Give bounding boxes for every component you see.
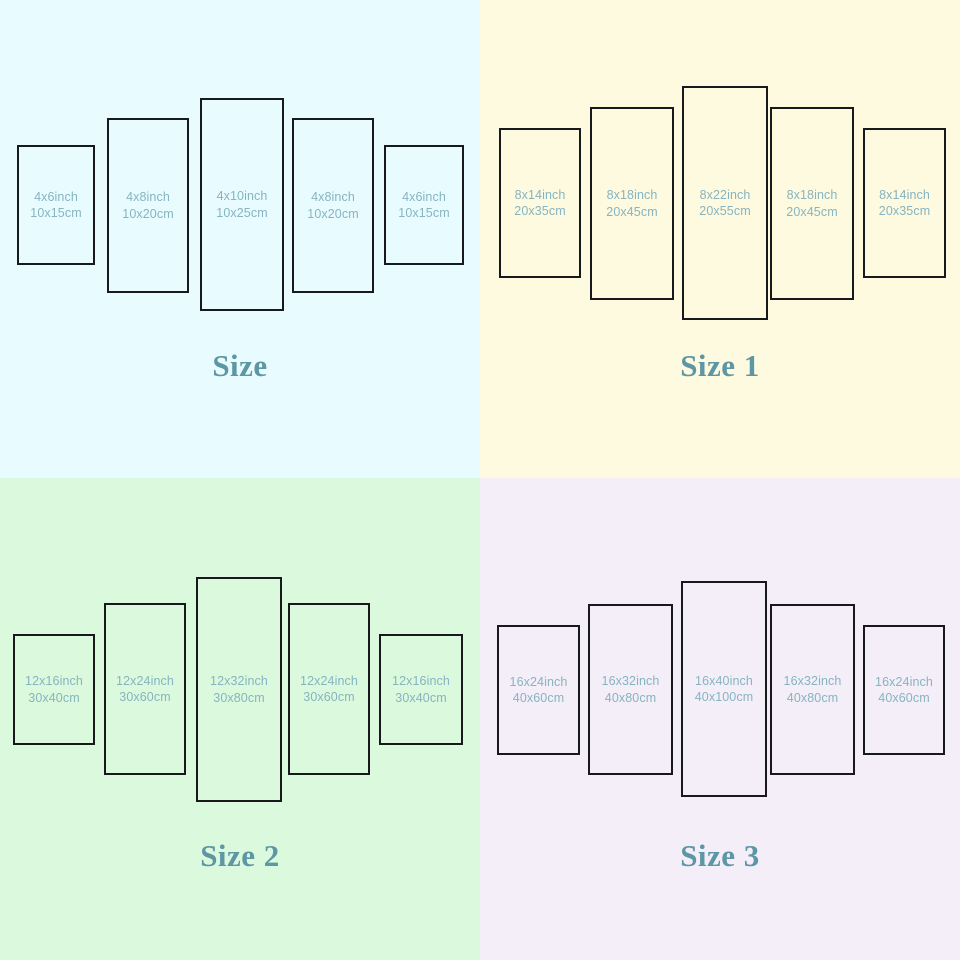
- panel-size-inch: 8x14inch: [514, 187, 566, 202]
- canvas-panel[interactable]: 16x24inch 40x60cm: [497, 625, 580, 755]
- quadrant-title: Size: [212, 348, 268, 383]
- panel-group: 16x24inch 40x60cm 16x32inch 40x80cm 16x40inc…: [480, 478, 960, 960]
- canvas-panel[interactable]: 4x10inch 10x25cm: [200, 98, 284, 311]
- canvas-panel[interactable]: 12x24inch 30x60cm: [288, 603, 370, 775]
- panel-size-cm: 40x60cm: [878, 691, 930, 705]
- panel-size-inch: 4x8inch: [311, 190, 355, 204]
- panel-size-label: 16x40inch 40x100cm: [695, 673, 753, 706]
- canvas-panel[interactable]: 12x32inch 30x80cm: [196, 577, 282, 802]
- panel-size-cm: 40x80cm: [604, 690, 657, 705]
- panel-size-inch: 4x6inch: [34, 189, 78, 204]
- panel-size-label: 8x14inch 20x35cm: [879, 187, 930, 220]
- canvas-panel[interactable]: 16x24inch 40x60cm: [863, 625, 945, 755]
- panel-group: 12x16inch 30x40cm 12x24inch 30x60cm 12x32inc…: [0, 478, 480, 960]
- canvas-panel[interactable]: 8x14inch 20x35cm: [863, 128, 946, 278]
- canvas-panel[interactable]: 4x6inch 10x15cm: [17, 145, 95, 265]
- panel-size-inch: 8x18inch: [786, 188, 838, 202]
- panel-size-inch: 16x24inch: [509, 674, 568, 689]
- panel-size-inch: 12x16inch: [25, 674, 83, 688]
- panel-size-label: 8x22inch 20x55cm: [699, 187, 750, 220]
- canvas-panel[interactable]: 12x16inch 30x40cm: [379, 634, 463, 745]
- panel-size-label: 12x24inch 30x60cm: [116, 673, 174, 706]
- panel-size-cm: 30x80cm: [213, 690, 265, 705]
- size-option-bottom-right[interactable]: 16x24inch 40x60cm 16x32inch 40x80cm 16x40inc…: [480, 478, 960, 960]
- size-option-top-left[interactable]: 4x6inch 10x15cm 4x8inch 10x20cm 4x10inch 10x2…: [0, 0, 480, 478]
- panel-size-label: 4x8inch 10x20cm: [307, 189, 358, 222]
- panel-size-inch: 4x6inch: [402, 189, 446, 204]
- panel-size-inch: 12x24inch: [300, 673, 358, 688]
- canvas-panel[interactable]: 16x32inch 40x80cm: [588, 604, 673, 775]
- panel-size-cm: 20x45cm: [606, 204, 658, 219]
- panel-size-cm: 20x35cm: [514, 204, 566, 218]
- quadrant-title: Size 2: [200, 838, 280, 873]
- size-option-top-right[interactable]: 8x14inch 20x35cm 8x18inch 20x45cm 8x22inch 20…: [480, 0, 960, 478]
- panel-size-label: 4x8inch 10x20cm: [122, 189, 173, 222]
- panel-size-inch: 4x8inch: [126, 190, 170, 204]
- panel-size-label: 12x32inch 30x80cm: [210, 673, 268, 706]
- panel-size-cm: 40x80cm: [786, 690, 839, 705]
- panel-size-cm: 40x60cm: [512, 691, 565, 705]
- panel-size-label: 4x6inch 10x15cm: [398, 189, 449, 222]
- canvas-panel[interactable]: 16x32inch 40x80cm: [770, 604, 855, 775]
- canvas-panel[interactable]: 8x14inch 20x35cm: [499, 128, 581, 278]
- panel-size-inch: 12x16inch: [392, 674, 450, 688]
- canvas-panel[interactable]: 12x24inch 30x60cm: [104, 603, 186, 775]
- quadrant-title: Size 3: [680, 838, 760, 873]
- panel-size-cm: 30x60cm: [119, 690, 171, 704]
- panel-size-label: 16x24inch 40x60cm: [875, 674, 933, 707]
- panel-group: 8x14inch 20x35cm 8x18inch 20x45cm 8x22inch 20…: [480, 0, 960, 478]
- canvas-panel[interactable]: 4x8inch 10x20cm: [107, 118, 189, 293]
- panel-size-label: 12x16inch 30x40cm: [392, 673, 450, 706]
- panel-size-inch: 16x40inch: [695, 673, 753, 688]
- panel-size-label: 16x32inch 40x80cm: [784, 673, 842, 706]
- panel-size-label: 4x6inch 10x15cm: [30, 189, 81, 222]
- panel-size-cm: 30x40cm: [28, 690, 80, 705]
- panel-size-cm: 30x60cm: [303, 690, 355, 704]
- panel-size-label: 8x18inch 20x45cm: [606, 187, 657, 220]
- panel-size-label: 8x18inch 20x45cm: [786, 187, 837, 220]
- panel-size-inch: 4x10inch: [216, 189, 268, 203]
- panel-size-inch: 8x14inch: [879, 187, 930, 202]
- panel-size-inch: 8x18inch: [606, 188, 658, 202]
- panel-size-cm: 10x15cm: [398, 206, 450, 220]
- panel-size-inch: 12x32inch: [210, 674, 268, 688]
- panel-size-cm: 20x55cm: [699, 204, 751, 218]
- panel-size-cm: 10x15cm: [30, 206, 82, 220]
- panel-group: 4x6inch 10x15cm 4x8inch 10x20cm 4x10inch 10x2…: [0, 0, 480, 478]
- panel-size-cm: 20x45cm: [786, 204, 838, 219]
- panel-size-cm: 10x20cm: [122, 206, 174, 221]
- panel-size-label: 4x10inch 10x25cm: [216, 188, 267, 221]
- panel-size-label: 16x24inch 40x60cm: [510, 674, 568, 707]
- panel-size-cm: 20x35cm: [878, 204, 931, 218]
- panel-size-inch: 16x24inch: [875, 674, 933, 689]
- canvas-panel[interactable]: 8x18inch 20x45cm: [590, 107, 674, 300]
- panel-size-label: 12x16inch 30x40cm: [25, 673, 83, 706]
- panel-size-inch: 8x22inch: [699, 187, 751, 202]
- panel-size-label: 8x14inch 20x35cm: [514, 187, 565, 220]
- panel-size-cm: 30x40cm: [395, 690, 447, 705]
- canvas-panel[interactable]: 12x16inch 30x40cm: [13, 634, 95, 745]
- canvas-panel[interactable]: 4x6inch 10x15cm: [384, 145, 464, 265]
- canvas-panel[interactable]: 16x40inch 40x100cm: [681, 581, 767, 797]
- size-option-bottom-left[interactable]: 12x16inch 30x40cm 12x24inch 30x60cm 12x32inc…: [0, 478, 480, 960]
- canvas-panel[interactable]: 8x18inch 20x45cm: [770, 107, 854, 300]
- panel-size-label: 16x32inch 40x80cm: [602, 673, 660, 706]
- panel-size-inch: 12x24inch: [116, 673, 174, 688]
- panel-size-cm: 10x25cm: [216, 205, 268, 220]
- panel-size-cm: 40x100cm: [694, 690, 754, 704]
- canvas-panel[interactable]: 4x8inch 10x20cm: [292, 118, 374, 293]
- panel-size-inch: 16x32inch: [783, 674, 842, 688]
- panel-size-inch: 16x32inch: [601, 674, 660, 688]
- panel-size-cm: 10x20cm: [307, 206, 359, 221]
- canvas-panel[interactable]: 8x22inch 20x55cm: [682, 86, 768, 320]
- panel-size-label: 12x24inch 30x60cm: [300, 673, 358, 706]
- quadrant-title: Size 1: [680, 348, 760, 383]
